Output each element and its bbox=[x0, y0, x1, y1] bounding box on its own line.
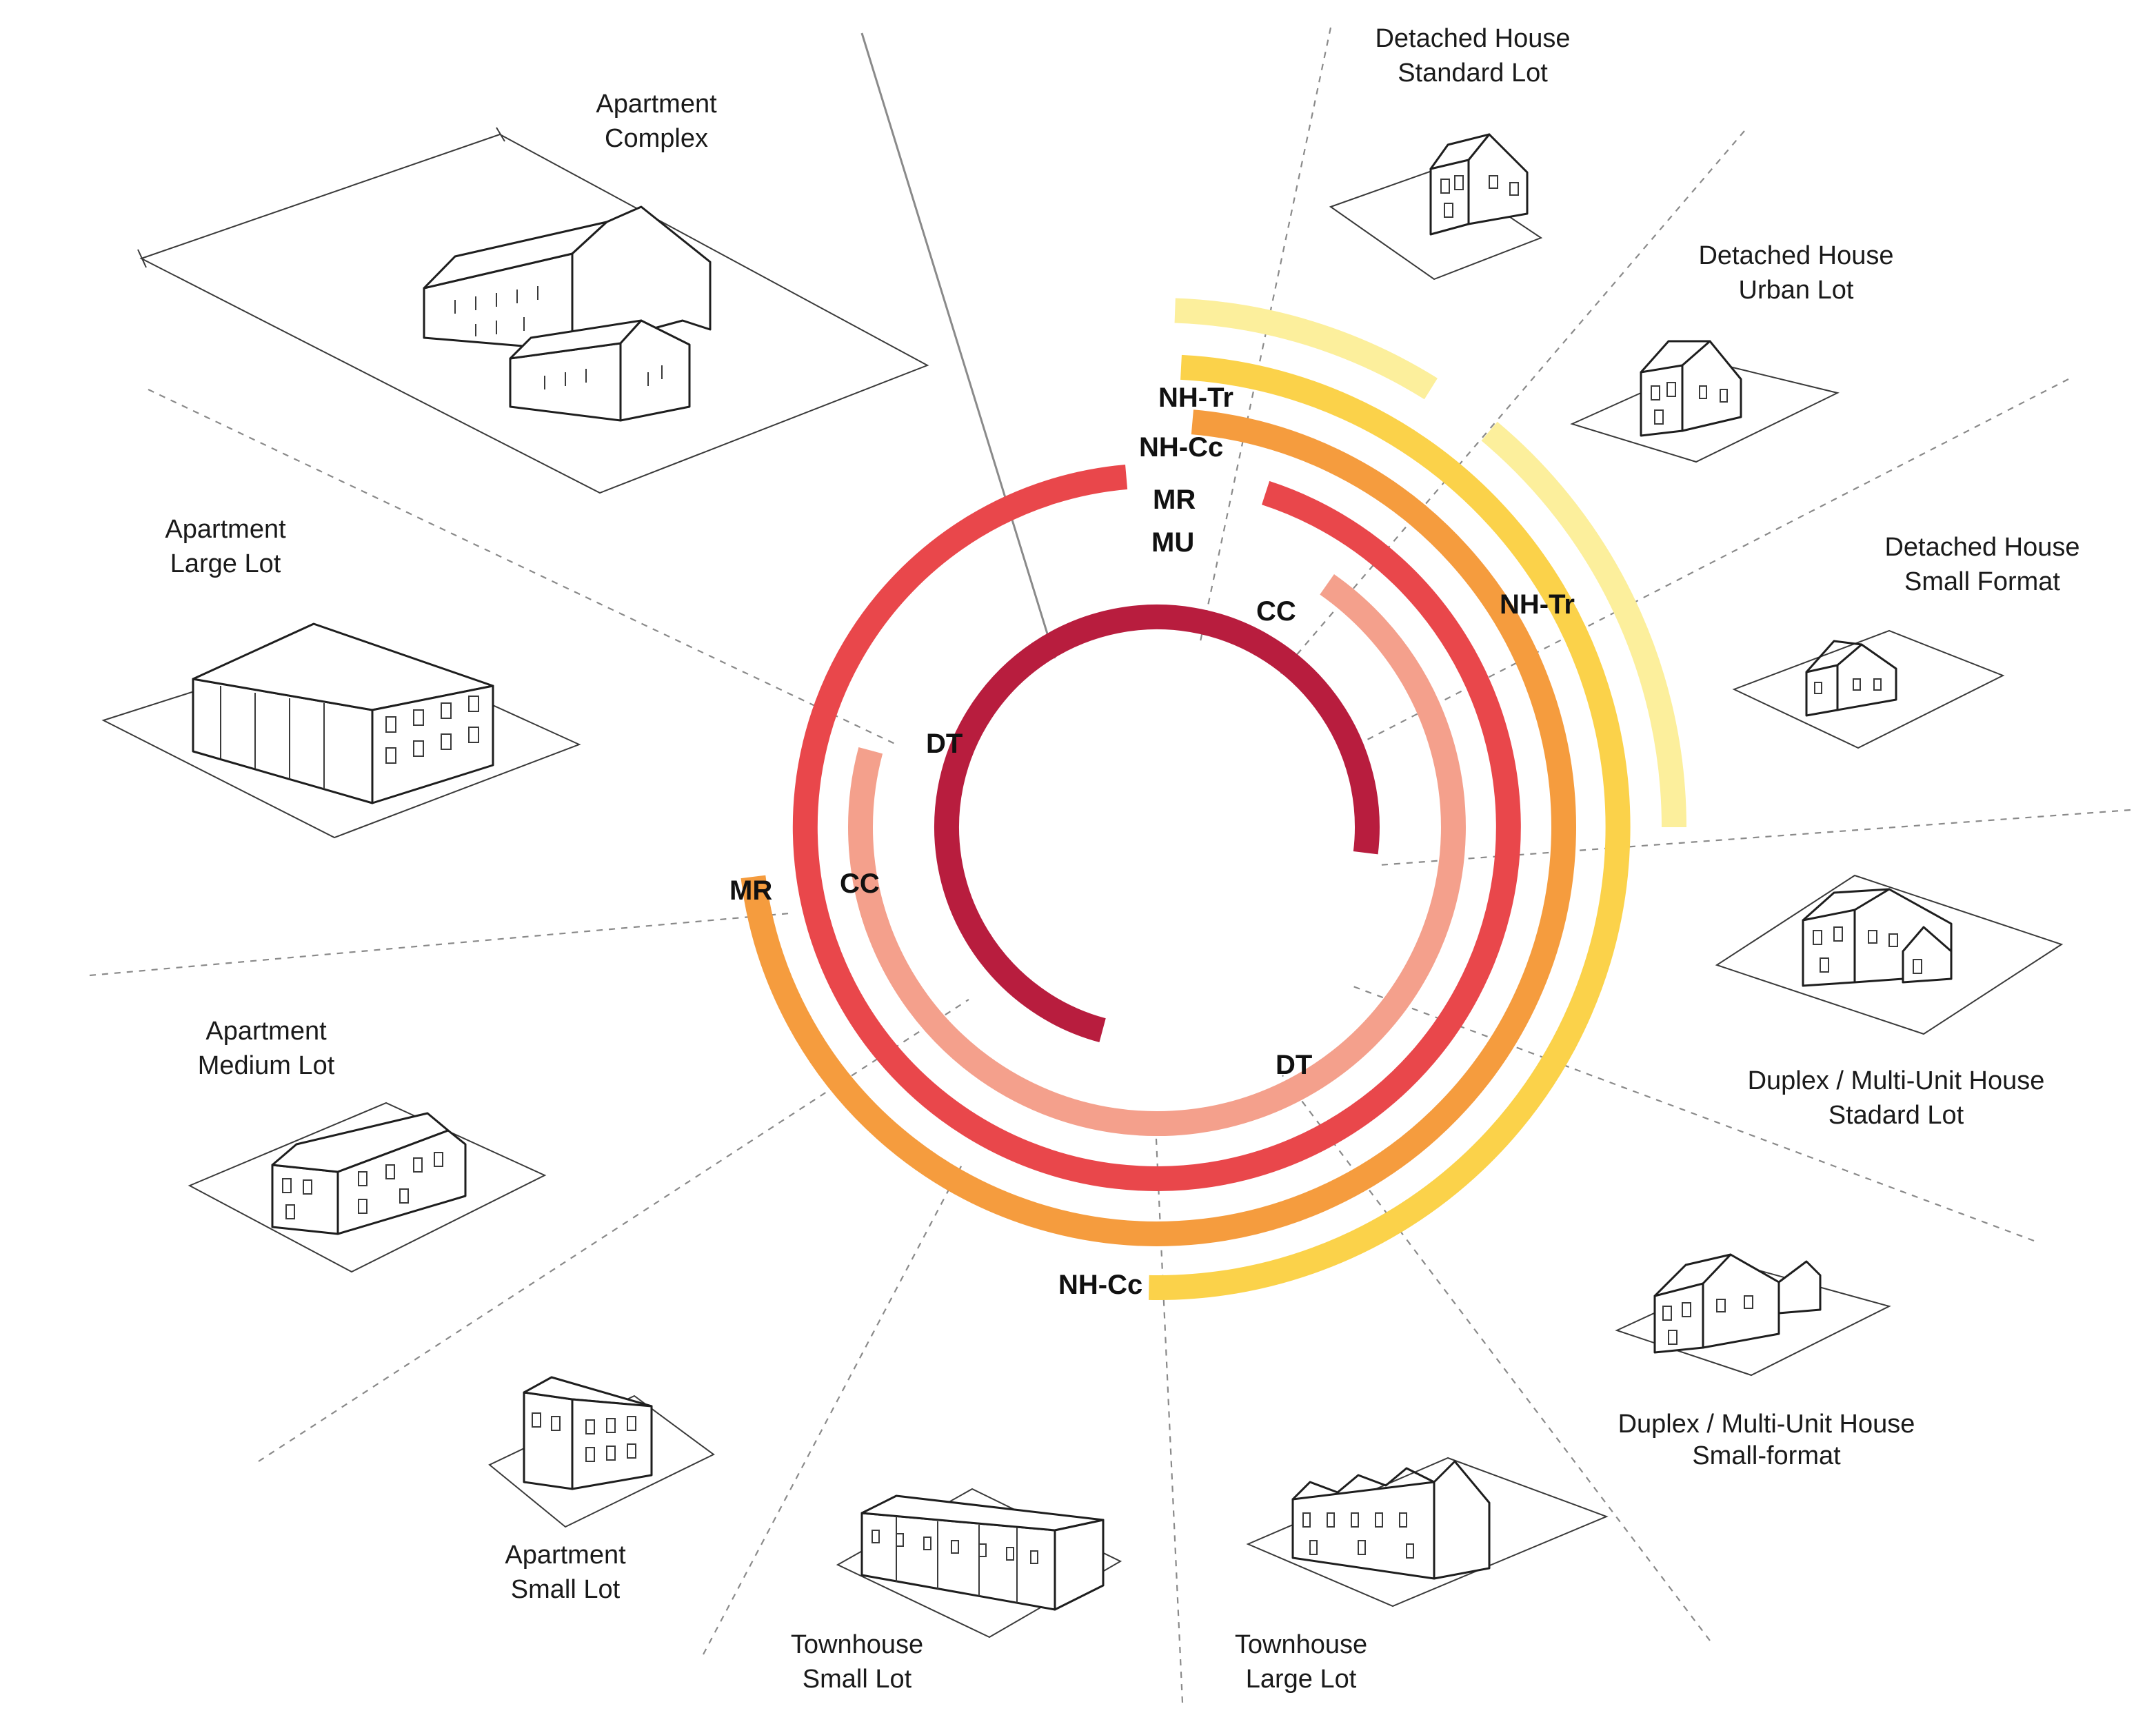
ring-arc-nh-tr-6 bbox=[1174, 298, 1438, 400]
apartment-medium-lot-sketch bbox=[188, 1102, 547, 1273]
sector-dividers bbox=[89, 27, 2131, 1703]
sector-divider-1 bbox=[1198, 27, 1332, 645]
ring-label-nh-tr-top: NH-Tr bbox=[1158, 383, 1233, 413]
ring-label-dt-right: DT bbox=[1276, 1050, 1312, 1080]
sector-divider-11 bbox=[148, 389, 897, 745]
ring-label-nh-cc-top: NH-Cc bbox=[1139, 432, 1223, 463]
ring-label-nh-tr-right: NH-Tr bbox=[1500, 589, 1575, 620]
sector-divider-10 bbox=[89, 912, 790, 977]
sector-divider-2 bbox=[1278, 130, 1745, 676]
ring-label-cc-left: CC bbox=[840, 869, 880, 899]
ring-label-mr-top: MR bbox=[1153, 485, 1196, 515]
detached-house-urban-lot-sketch bbox=[1570, 340, 1840, 463]
apartment-complex-sketch bbox=[137, 127, 929, 494]
detached-house-standard-lot-sketch bbox=[1329, 133, 1543, 281]
apartment-large-lot-sketch bbox=[101, 622, 581, 839]
sector-divider-apartment-complex bbox=[860, 32, 1056, 659]
ring-label-mu-top: MU bbox=[1151, 527, 1194, 558]
ring-arc-dt-0 bbox=[934, 605, 1380, 1042]
townhouse-large-lot-sketch bbox=[1246, 1457, 1609, 1608]
sector-divider-8 bbox=[703, 1164, 963, 1655]
townhouse-small-lot-sketch bbox=[836, 1488, 1122, 1639]
district-rings bbox=[741, 298, 1686, 1300]
sector-divider-7 bbox=[1153, 1109, 1184, 1703]
ring-label-cc-top: CC bbox=[1256, 596, 1296, 627]
detached-house-small-format-sketch bbox=[1732, 629, 2005, 749]
ring-arc-cc-2 bbox=[848, 747, 890, 933]
ring-arc-nh-cc-5 bbox=[1148, 354, 1631, 1300]
ring-labels: NH-Tr NH-Cc MR MU CC NH-Tr DT MR CC DT N… bbox=[729, 383, 1575, 1300]
ring-label-nh-cc-bottom: NH-Cc bbox=[1058, 1270, 1142, 1300]
duplex-small-format-sketch bbox=[1615, 1253, 1891, 1377]
ring-arc-mr-4 bbox=[741, 409, 1576, 1246]
ring-arc-mu-3 bbox=[792, 464, 1521, 1191]
sector-divider-4 bbox=[1378, 809, 2131, 866]
sector-divider-5 bbox=[1351, 984, 2035, 1242]
duplex-standard-lot-sketch bbox=[1715, 874, 2064, 1035]
ring-arc-nh-tr-7 bbox=[1481, 421, 1686, 828]
building-sketches bbox=[101, 127, 2064, 1639]
sector-divider-9 bbox=[258, 999, 969, 1462]
ring-label-dt-top: DT bbox=[926, 729, 963, 759]
ring-label-mr-left: MR bbox=[729, 875, 772, 906]
apartment-small-lot-sketch bbox=[488, 1376, 715, 1528]
ring-arc-cc-1 bbox=[852, 574, 1466, 1137]
